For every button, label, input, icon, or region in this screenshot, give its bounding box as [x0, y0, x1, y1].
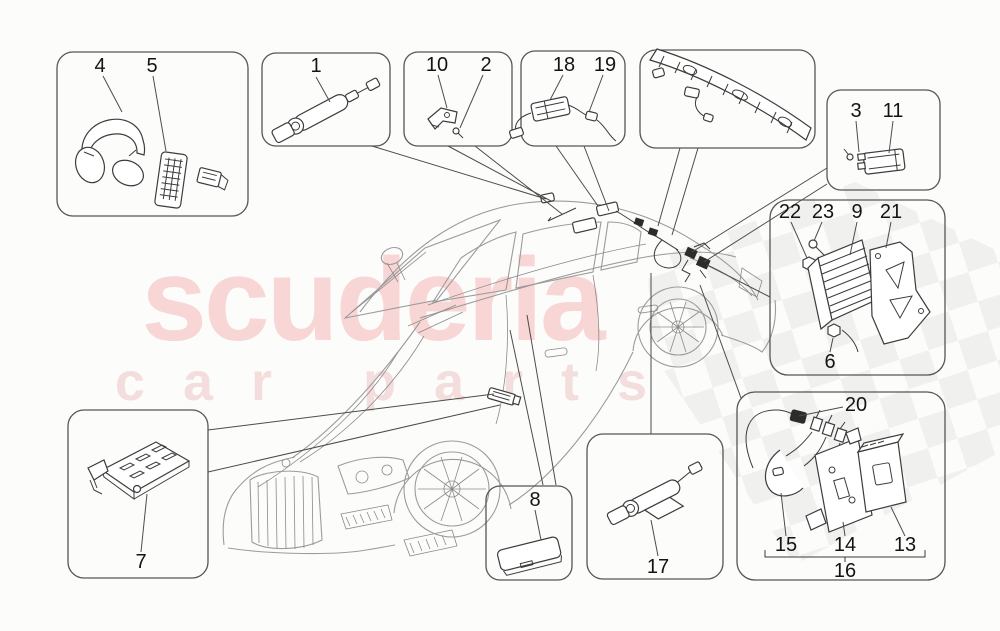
nut-6-icon [827, 323, 841, 338]
connector-icon [196, 167, 229, 191]
screw-icon [452, 127, 460, 135]
box-card-8 [485, 485, 573, 581]
box-module-3-11 [826, 89, 941, 191]
callout-4: 4 [94, 55, 105, 77]
parcel-shelf-icon [649, 48, 812, 141]
callout-23: 23 [812, 201, 834, 223]
box-antenna-1 [261, 52, 391, 147]
box-amplifier-9-21 [769, 199, 946, 376]
small-control-module-icon [843, 148, 906, 175]
box-antenna-17 [586, 433, 724, 580]
boxes [56, 49, 946, 581]
callout-11: 11 [883, 100, 904, 122]
callout-1: 1 [310, 55, 321, 77]
box-kit-16 [736, 391, 946, 581]
cable-plug-icon [585, 110, 598, 122]
car-illustration [222, 200, 777, 557]
screw-23-icon [808, 239, 818, 249]
roof-components [487, 192, 711, 406]
box-parcel-shelf [639, 49, 816, 149]
leader-lines [207, 145, 828, 486]
rear-wheel [637, 286, 719, 368]
harness-15-icon [764, 409, 848, 497]
callouts: 4 5 1 10 2 18 19 3 11 22 23 9 21 6 7 8 1… [94, 54, 916, 582]
callout-14: 14 [834, 534, 856, 556]
watermark-tagline: car parts [115, 352, 685, 412]
callout-8: 8 [529, 489, 540, 511]
box-module-7 [67, 409, 209, 579]
screw-icon [846, 153, 854, 161]
watermark-text: scuderia car parts [115, 234, 685, 412]
box-module-18-19 [520, 50, 626, 147]
mounting-plate-14-icon [805, 427, 873, 533]
module-13-icon [856, 433, 907, 513]
callout-19: 19 [594, 54, 616, 76]
antenna-amplifier-icon [271, 77, 381, 144]
box-headphones [56, 51, 249, 217]
sd-card-icon [496, 536, 563, 576]
callout-22: 22 [779, 201, 801, 223]
callout-10: 10 [426, 54, 448, 76]
headphones-icon [74, 118, 146, 187]
kit-16-assembly [745, 409, 926, 562]
callout-16: 16 [834, 560, 856, 582]
callout-20: 20 [845, 394, 867, 416]
receiver-module-icon [508, 96, 617, 142]
callout-13: 13 [894, 534, 916, 556]
callout-18: 18 [553, 54, 575, 76]
door-sill-module [487, 387, 522, 406]
box-bracket-10-2 [403, 51, 513, 147]
callout-6: 6 [824, 351, 835, 373]
callout-17: 17 [647, 556, 669, 578]
callout-3: 3 [850, 100, 861, 122]
control-unit-icon [87, 441, 191, 500]
trunk-latch-cluster [681, 242, 711, 283]
watermark-brand: scuderia [141, 234, 607, 366]
antenna-17-icon [606, 461, 703, 526]
remote-control-icon [154, 151, 188, 209]
bracket-21-icon [869, 241, 931, 345]
callout-5: 5 [146, 55, 157, 77]
brace-16 [764, 550, 926, 562]
callout-21: 21 [880, 201, 902, 223]
front-wheel [403, 440, 501, 538]
amplifier-assembly-icon [802, 239, 931, 353]
callout-2: 2 [480, 54, 491, 76]
callout-9: 9 [851, 201, 862, 223]
bracket-icon [427, 107, 464, 139]
callout-15: 15 [775, 534, 797, 556]
callout-7: 7 [135, 551, 146, 573]
